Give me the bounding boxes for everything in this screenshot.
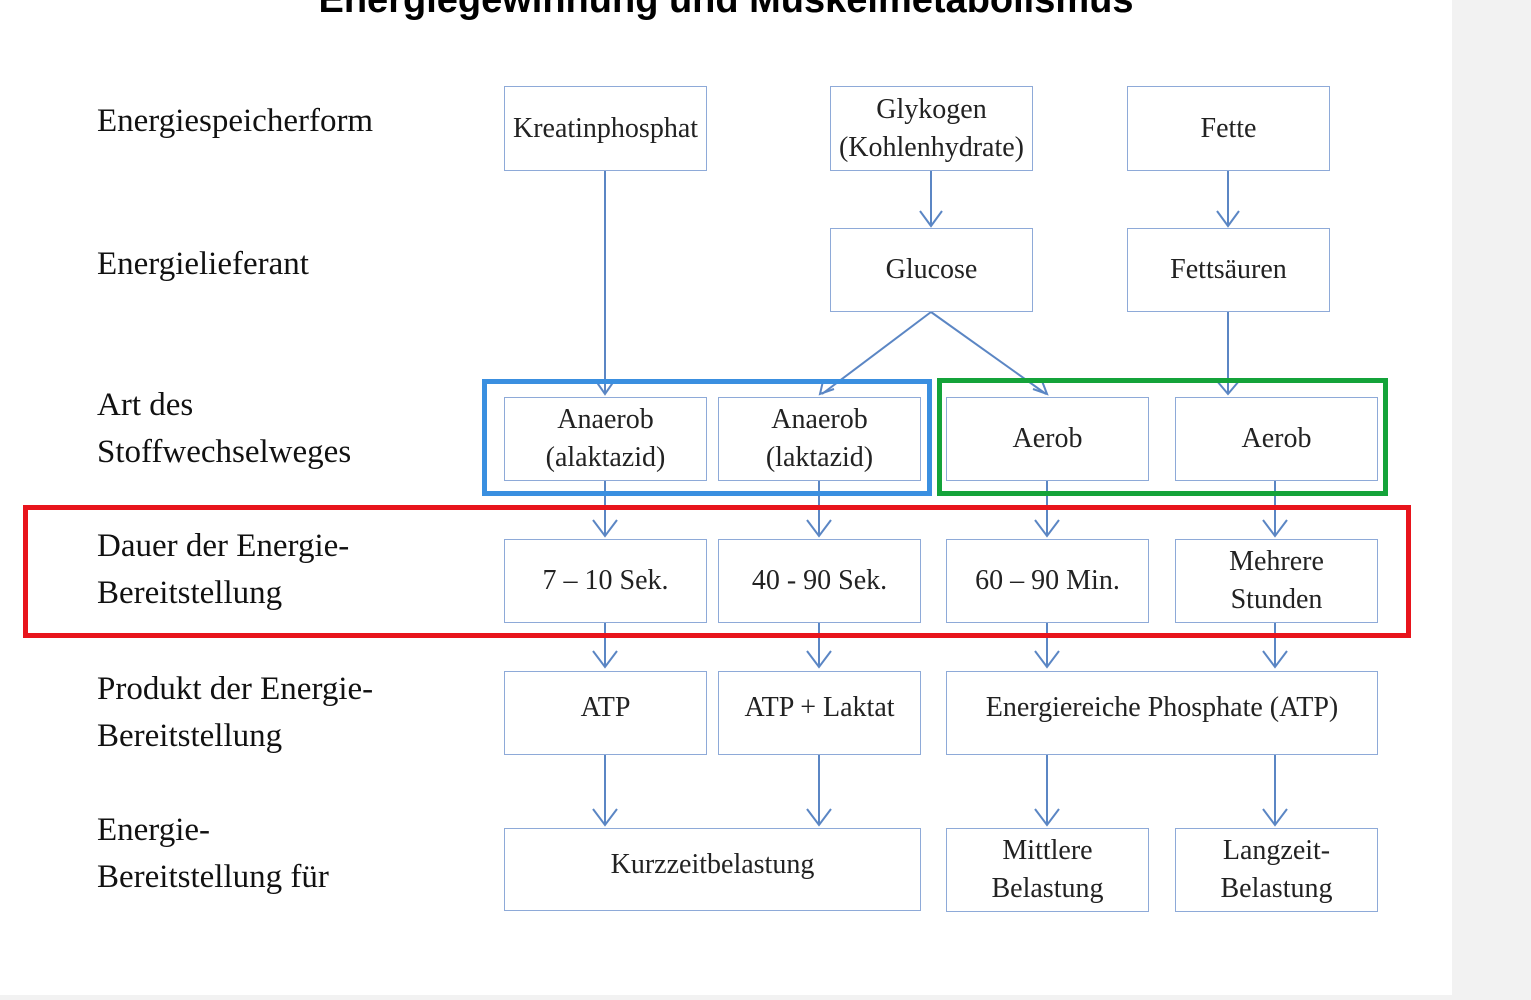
box-glykogen: Glykogen (Kohlenhydrate)	[830, 86, 1033, 171]
box-atp: ATP	[504, 671, 707, 755]
box-anaerob-alaktazid: Anaerob (alaktazid)	[504, 397, 707, 481]
box-text: 7 – 10 Sek.	[542, 565, 669, 596]
box-text: 40 - 90 Sek.	[751, 565, 888, 596]
box-text: Glucose	[885, 254, 978, 285]
arrowheads	[592, 210, 1288, 827]
row-label-line: Energiespeicherform	[97, 103, 374, 139]
box-text: Aerob	[1012, 423, 1083, 454]
box-text: (Kohlenhydrate)	[838, 131, 1025, 163]
box-text: Stunden	[1230, 584, 1323, 615]
row-label-line: Produkt der Energie-	[97, 671, 374, 707]
diagram-title: Energiegewinnung und Muskelmetabolismus	[318, 0, 1134, 21]
box-text: Belastung	[991, 873, 1104, 904]
box-duration-4: Mehrere Stunden	[1175, 539, 1378, 623]
diagram-canvas: Energiegewinnung und Muskelmetabolismus	[0, 0, 1452, 995]
box-kreatinphosphat: Kreatinphosphat	[504, 86, 707, 171]
box-langzeit-belastung: Langzeit- Belastung	[1175, 828, 1378, 912]
box-aerob-2: Aerob	[1175, 397, 1378, 481]
row-label-pathway: Art des Stoffwechselweges	[97, 382, 351, 476]
row-label-line: Energie-	[97, 812, 211, 848]
box-fettsaeuren: Fettsäuren	[1127, 228, 1330, 312]
box-duration-3: 60 – 90 Min.	[946, 539, 1149, 623]
row-label-use: Energie- Bereitstellung für	[97, 807, 329, 901]
box-glucose: Glucose	[830, 228, 1033, 312]
box-text: Anaerob	[771, 404, 868, 435]
row-label-line: Dauer der Energie-	[97, 528, 350, 564]
box-text: Mehrere	[1229, 546, 1324, 577]
anaerob-group-frame	[482, 379, 932, 496]
row-label-line: Bereitstellung	[97, 575, 283, 611]
box-text: Mittlere	[1002, 835, 1093, 866]
box-text: Langzeit-	[1222, 835, 1331, 866]
box-duration-2: 40 - 90 Sek.	[718, 539, 921, 623]
box-atp-laktat: ATP + Laktat	[718, 671, 921, 755]
row-label-line: Stoffwechselweges	[97, 434, 352, 470]
row-label-line: Bereitstellung für	[97, 859, 329, 895]
aerob-group-frame	[937, 378, 1388, 496]
duration-highlight-frame	[23, 505, 1411, 638]
row-label-line: Bereitstellung	[97, 718, 283, 754]
box-text: (alaktazid)	[545, 442, 666, 473]
box-text: Kurzzeitbelastung	[610, 848, 815, 880]
row-label-duration: Dauer der Energie- Bereitstellung	[97, 523, 349, 617]
box-anaerob-laktazid: Anaerob (laktazid)	[718, 397, 921, 481]
box-duration-1: 7 – 10 Sek.	[504, 539, 707, 623]
box-text: (laktazid)	[765, 442, 874, 473]
box-text: Energiereiche Phosphate (ATP)	[985, 692, 1339, 723]
row-label-line: Energielieferant	[97, 246, 309, 282]
box-text: Aerob	[1241, 423, 1312, 454]
row-label-product: Produkt der Energie- Bereitstellung	[97, 666, 373, 760]
box-text: Belastung	[1220, 873, 1333, 904]
box-text: Anaerob	[557, 404, 654, 435]
row-label-supplier: Energielieferant	[97, 241, 309, 288]
box-text: Glykogen	[876, 93, 987, 125]
box-text: Fettsäuren	[1170, 254, 1287, 285]
box-text: Kreatinphosphat	[512, 112, 699, 144]
box-text: Fette	[1200, 112, 1257, 144]
box-mittlere-belastung: Mittlere Belastung	[946, 828, 1149, 912]
row-label-storage: Energiespeicherform	[97, 98, 373, 145]
box-kurzzeitbelastung: Kurzzeitbelastung	[504, 828, 921, 911]
box-text: ATP + Laktat	[744, 692, 895, 723]
box-text: ATP	[580, 692, 631, 723]
box-text: 60 – 90 Min.	[975, 565, 1120, 596]
box-fette: Fette	[1127, 86, 1330, 171]
box-energiereiche-phosphate: Energiereiche Phosphate (ATP)	[946, 671, 1378, 755]
box-aerob-1: Aerob	[946, 397, 1149, 481]
row-label-line: Art des	[97, 387, 194, 423]
